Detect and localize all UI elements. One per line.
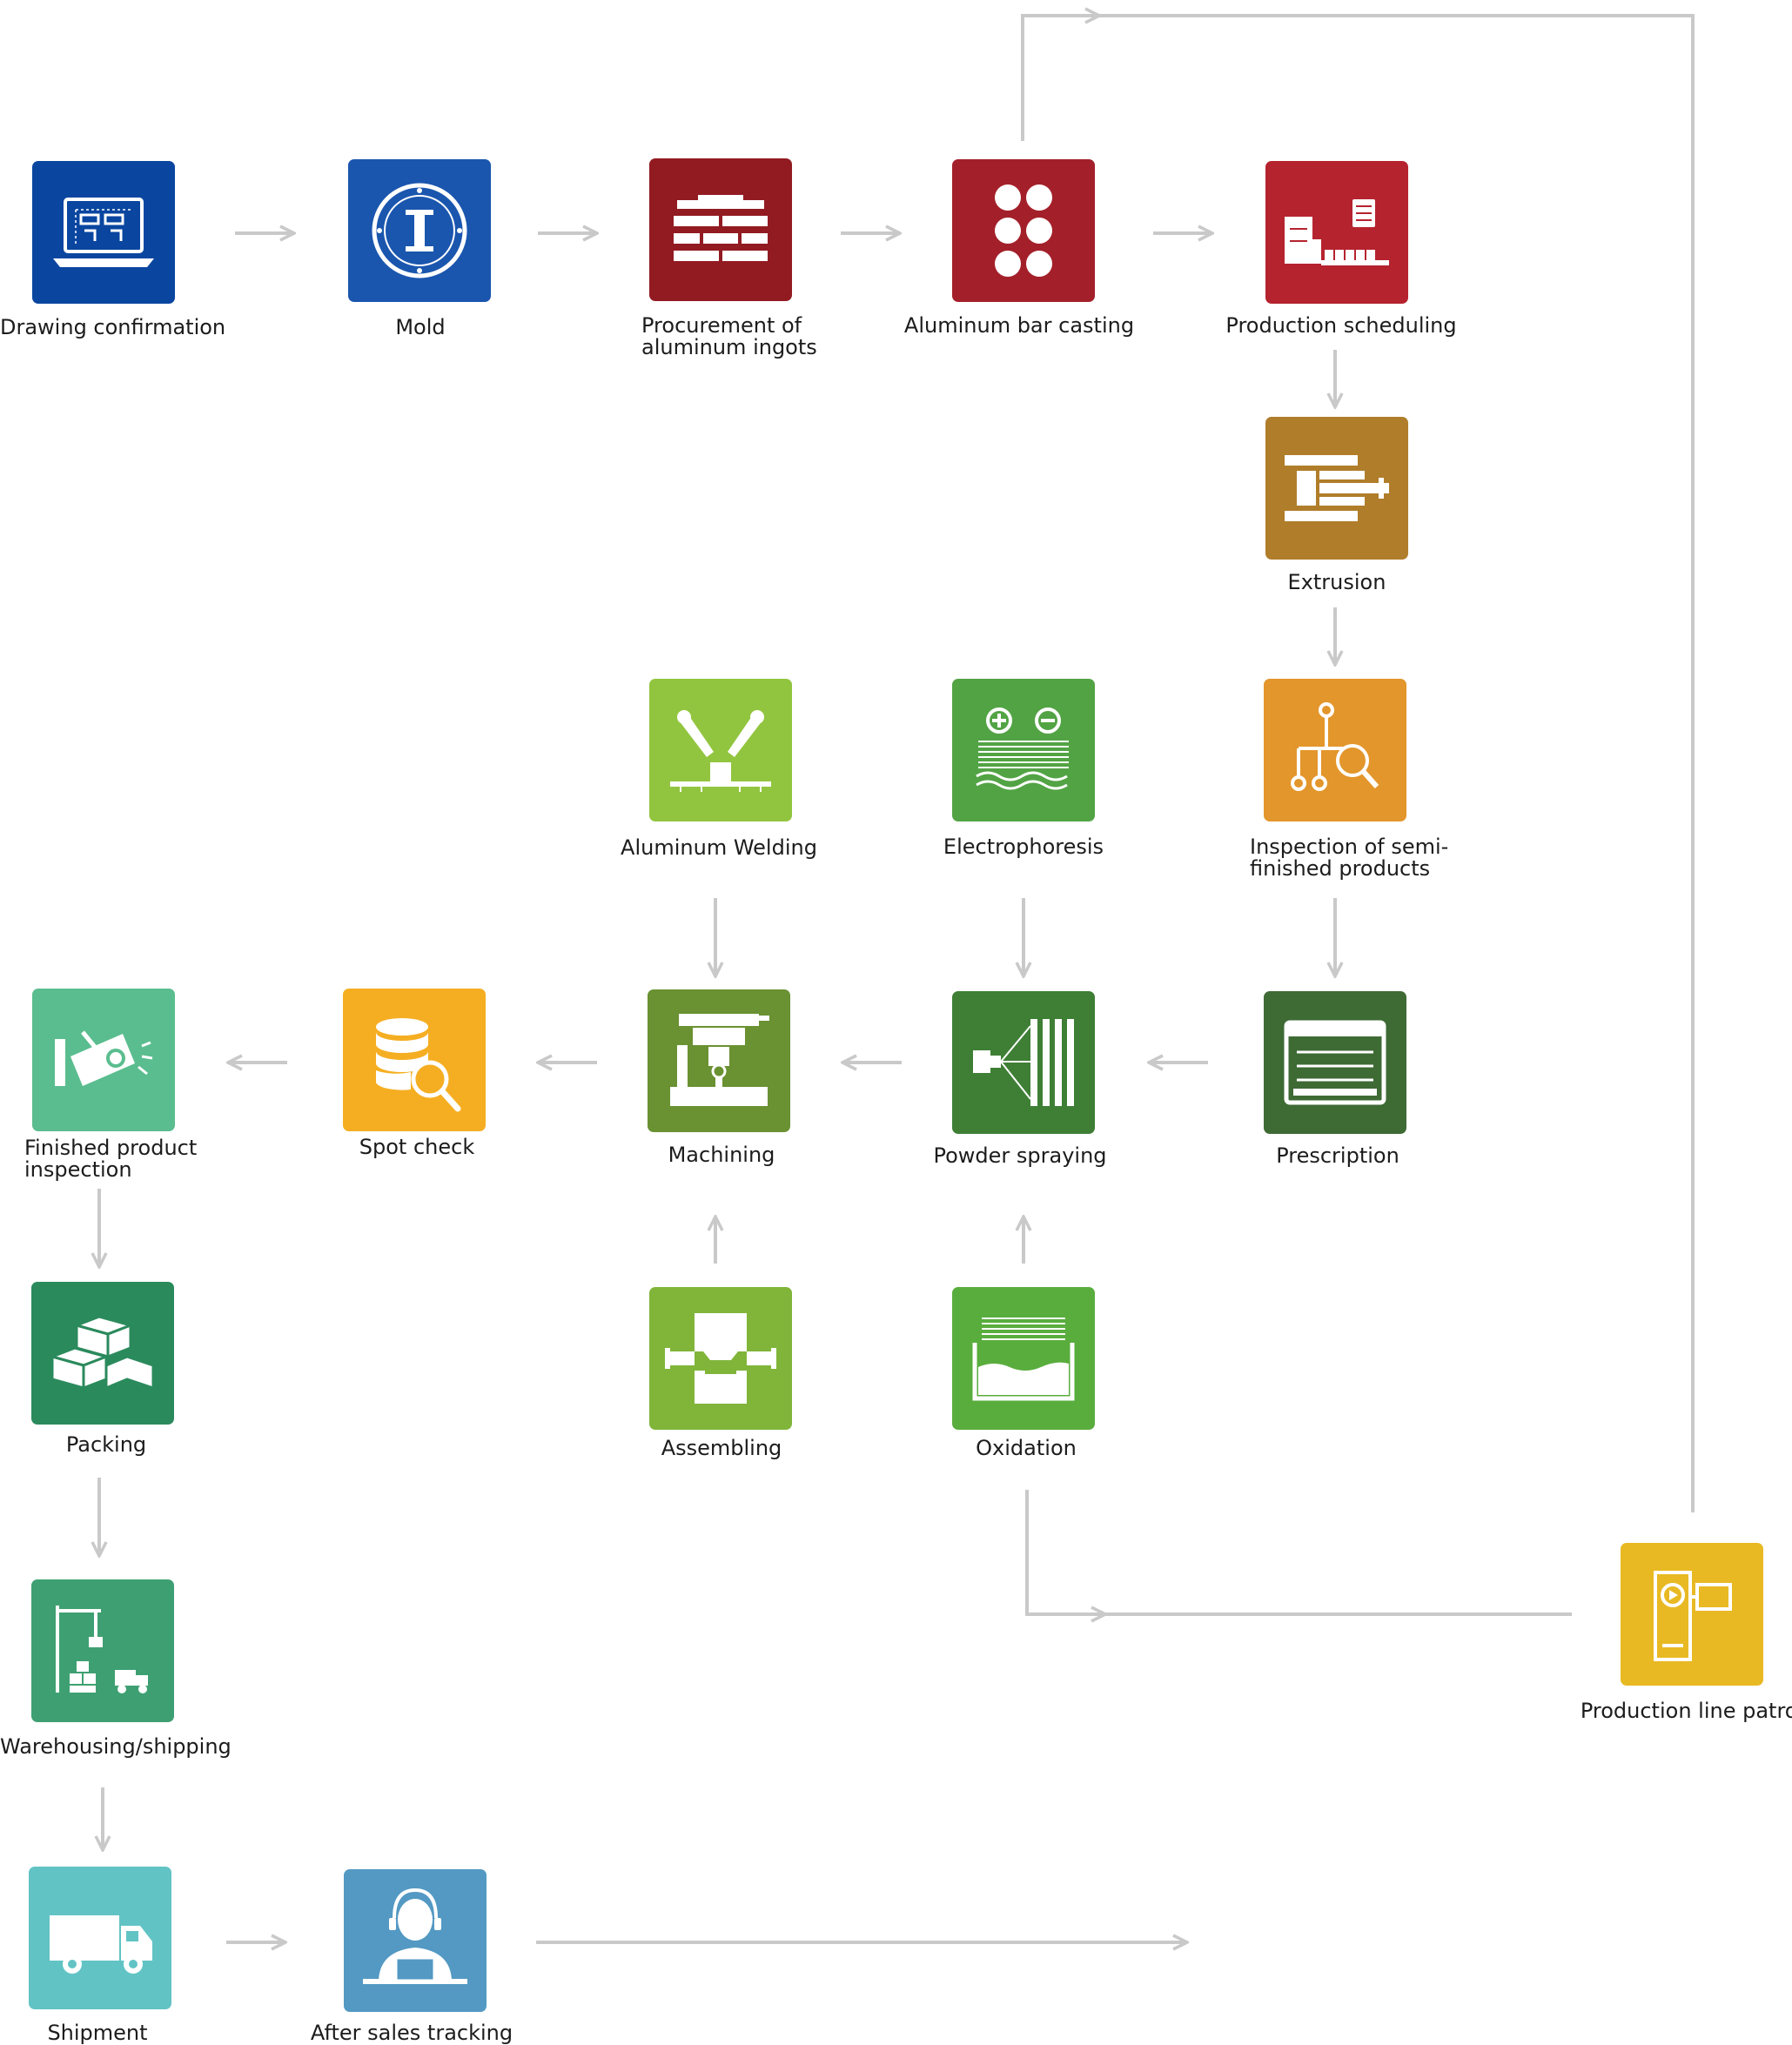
factory-line-icon xyxy=(1285,199,1389,265)
label-assembling: Assembling xyxy=(661,1436,782,1460)
welding-robots-icon xyxy=(670,710,771,792)
label-powder-spraying: Powder spraying xyxy=(933,1143,1107,1168)
aluminum-bar-casting-node[interactable] xyxy=(952,159,1095,302)
delivery-truck-icon xyxy=(50,1915,152,1974)
label-production-scheduling: Production scheduling xyxy=(1225,313,1457,338)
packing-node[interactable] xyxy=(31,1282,174,1425)
label-drawing-confirmation: Drawing confirmation xyxy=(0,315,226,339)
drawing-confirmation-node[interactable] xyxy=(32,161,175,304)
label-machining: Machining xyxy=(668,1143,775,1167)
label-after-sales-tracking: After sales tracking xyxy=(310,2021,513,2045)
ingot-stack-icon xyxy=(674,195,768,261)
label-aluminum-welding: Aluminum Welding xyxy=(621,835,817,860)
label-production-line-patrol: Production line patrol xyxy=(1580,1699,1792,1723)
inspection-gun-icon xyxy=(55,1030,153,1086)
label-procurement-line2: aluminum ingots xyxy=(641,335,817,359)
oxidation-node[interactable] xyxy=(952,1287,1095,1430)
database-search-icon xyxy=(376,1018,461,1112)
mold-node[interactable] xyxy=(348,159,491,302)
support-agent-icon xyxy=(363,1887,467,1984)
procurement-node[interactable] xyxy=(649,158,792,301)
label-inspection-line2: finished products xyxy=(1250,856,1431,881)
label-mold: Mold xyxy=(395,315,446,339)
oven-icon xyxy=(1284,1020,1386,1105)
warehousing-shipping-node[interactable] xyxy=(31,1579,174,1722)
cnc-machine-icon xyxy=(670,1014,769,1106)
oxidation-tank-icon xyxy=(972,1318,1075,1401)
boxes-icon xyxy=(48,1315,155,1391)
machining-node[interactable] xyxy=(648,989,790,1132)
prescription-node[interactable] xyxy=(1264,991,1406,1134)
finished-product-inspection-node[interactable] xyxy=(32,989,175,1131)
label-finished-line2: inspection xyxy=(24,1157,132,1182)
production-line-patrol-node[interactable] xyxy=(1621,1543,1763,1686)
label-inspection-line1: Inspection of semi- xyxy=(1250,835,1449,859)
camera-monitor-icon xyxy=(1654,1571,1732,1661)
label-warehousing-shipping: Warehousing/shipping xyxy=(0,1734,232,1759)
connector-oxidation-to-patrol xyxy=(1025,1490,1572,1616)
spray-gun-icon xyxy=(973,1019,1074,1106)
aluminum-welding-node[interactable] xyxy=(649,679,792,821)
bar-ends-icon xyxy=(995,184,1052,277)
die-mold-icon xyxy=(372,183,467,278)
label-shipment: Shipment xyxy=(47,2021,148,2045)
plus-minus-bath-icon xyxy=(976,707,1069,790)
label-aluminum-bar-casting: Aluminum bar casting xyxy=(903,313,1135,338)
label-spot-check: Spot check xyxy=(359,1135,475,1159)
label-electrophoresis: Electrophoresis xyxy=(943,835,1104,859)
label-finished-line1: Finished product xyxy=(24,1136,198,1160)
label-prescription: Prescription xyxy=(1276,1143,1399,1168)
label-packing: Packing xyxy=(65,1432,147,1457)
extrusion-node[interactable] xyxy=(1265,417,1408,560)
label-oxidation: Oxidation xyxy=(976,1436,1077,1460)
connector-patrol-loop xyxy=(1021,14,1695,1512)
after-sales-tracking-node[interactable] xyxy=(344,1869,487,2012)
tree-magnifier-icon xyxy=(1291,702,1379,791)
crane-truck-icon xyxy=(56,1606,148,1693)
label-procurement-line1: Procurement of xyxy=(641,313,802,338)
clamp-assembly-icon xyxy=(665,1313,776,1404)
powder-spraying-node[interactable] xyxy=(952,991,1095,1134)
label-extrusion: Extrusion xyxy=(1287,570,1386,594)
spot-check-node[interactable] xyxy=(343,989,486,1131)
extrusion-press-icon xyxy=(1285,455,1389,521)
electrophoresis-node[interactable] xyxy=(952,679,1095,821)
shipment-node[interactable] xyxy=(29,1867,171,2009)
inspection-semi-finished-node[interactable] xyxy=(1264,679,1406,821)
production-scheduling-node[interactable] xyxy=(1265,161,1408,304)
assembling-node[interactable] xyxy=(649,1287,792,1430)
laptop-blueprint-icon xyxy=(53,198,154,267)
